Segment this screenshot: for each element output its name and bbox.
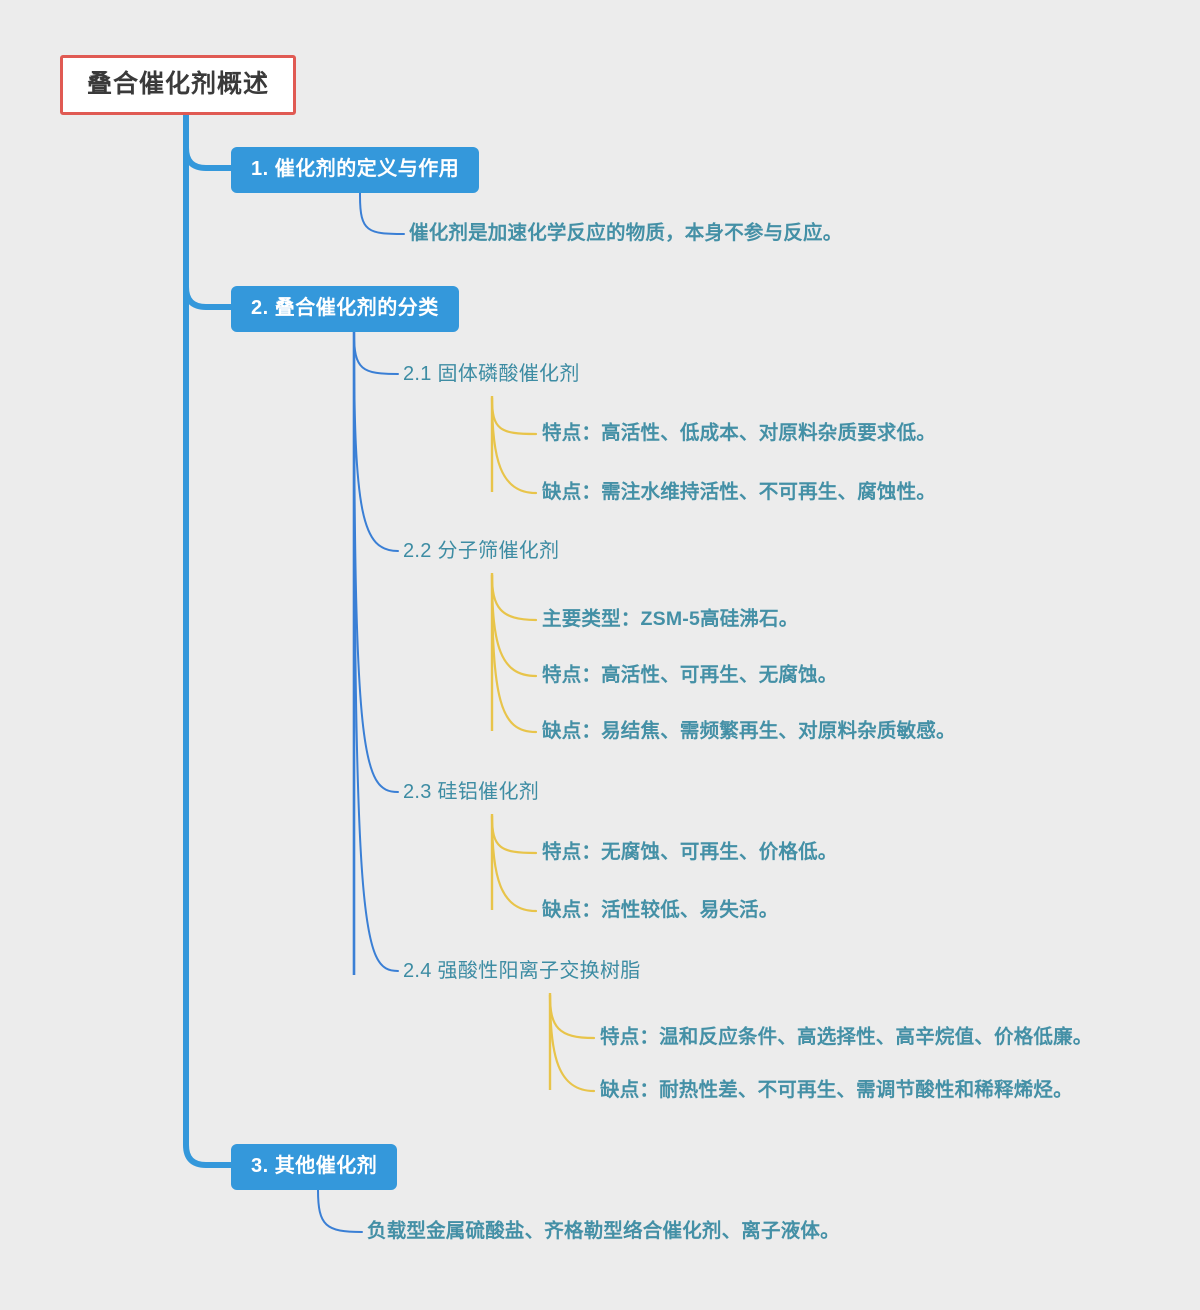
- edge-branch-2-to-sub-3: [353, 332, 399, 793]
- leaf-node-2-4-2[interactable]: 缺点：耐热性差、不可再生、需调节酸性和稀释烯烃。: [600, 1079, 1073, 1101]
- root-node[interactable]: 叠合催化剂概述: [60, 55, 297, 115]
- leaf-node-2-1-2[interactable]: 缺点：需注水维持活性、不可再生、腐蚀性。: [542, 481, 937, 503]
- edge-branch-2-to-sub-1: [353, 332, 399, 375]
- leaf-node-2-2-1[interactable]: 主要类型：ZSM-5高硅沸石。: [542, 608, 799, 630]
- leaf-node-1-1[interactable]: 催化剂是加速化学反应的物质，本身不参与反应。: [409, 222, 843, 244]
- edge-branch-1-to-leaf-1: [359, 195, 405, 235]
- leaf-node-2-2-2[interactable]: 特点：高活性、可再生、无腐蚀。: [542, 664, 838, 686]
- edge-branch-3-to-leaf-1: [317, 1189, 363, 1233]
- edge-sub-1-to-leaf-1: [490, 396, 538, 436]
- edge-sub-2-to-leaf-1: [490, 573, 538, 622]
- edge-sub-3-to-leaf-1: [490, 814, 538, 855]
- branch-node-3[interactable]: 3. 其他催化剂: [231, 1144, 398, 1190]
- edge-sub-2-to-leaf-3: [490, 573, 538, 734]
- leaf-node-2-1-1[interactable]: 特点：高活性、低成本、对原料杂质要求低。: [542, 422, 937, 444]
- edge-root-to-branch-2: [183, 284, 235, 310]
- leaf-node-2-3-1[interactable]: 特点：无腐蚀、可再生、价格低。: [542, 841, 838, 863]
- edge-sub-4-to-leaf-2: [548, 993, 596, 1093]
- edge-branch-2-to-sub-2: [353, 332, 399, 552]
- edge-sub-4-to-leaf-1: [548, 993, 596, 1040]
- leaf-node-2-2-3[interactable]: 缺点：易结焦、需频繁再生、对原料杂质敏感。: [542, 720, 956, 742]
- leaf-node-2-4-1[interactable]: 特点：温和反应条件、高选择性、高辛烷值、价格低廉。: [600, 1026, 1093, 1048]
- edge-branch-2-to-sub-4: [353, 332, 399, 972]
- edge-root-to-branch-1: [183, 145, 235, 171]
- subtopic-node-2-4[interactable]: 2.4 强酸性阳离子交换树脂: [403, 960, 641, 982]
- subtopic-node-2-1[interactable]: 2.1 固体磷酸催化剂: [403, 363, 580, 385]
- leaf-node-2-3-2[interactable]: 缺点：活性较低、易失活。: [542, 899, 779, 921]
- leaf-node-3-1[interactable]: 负载型金属硫酸盐、齐格勒型络合催化剂、离子液体。: [367, 1220, 840, 1242]
- edge-sub-1-to-leaf-2: [490, 396, 538, 495]
- trunk-line: [183, 107, 235, 1168]
- edge-sub-2-to-leaf-2: [490, 573, 538, 678]
- branch-node-1[interactable]: 1. 催化剂的定义与作用: [231, 147, 480, 193]
- subtopic-node-2-2[interactable]: 2.2 分子筛催化剂: [403, 540, 560, 562]
- subtopic-node-2-3[interactable]: 2.3 硅铝催化剂: [403, 781, 540, 803]
- edge-sub-3-to-leaf-2: [490, 814, 538, 913]
- branch-node-2[interactable]: 2. 叠合催化剂的分类: [231, 286, 459, 332]
